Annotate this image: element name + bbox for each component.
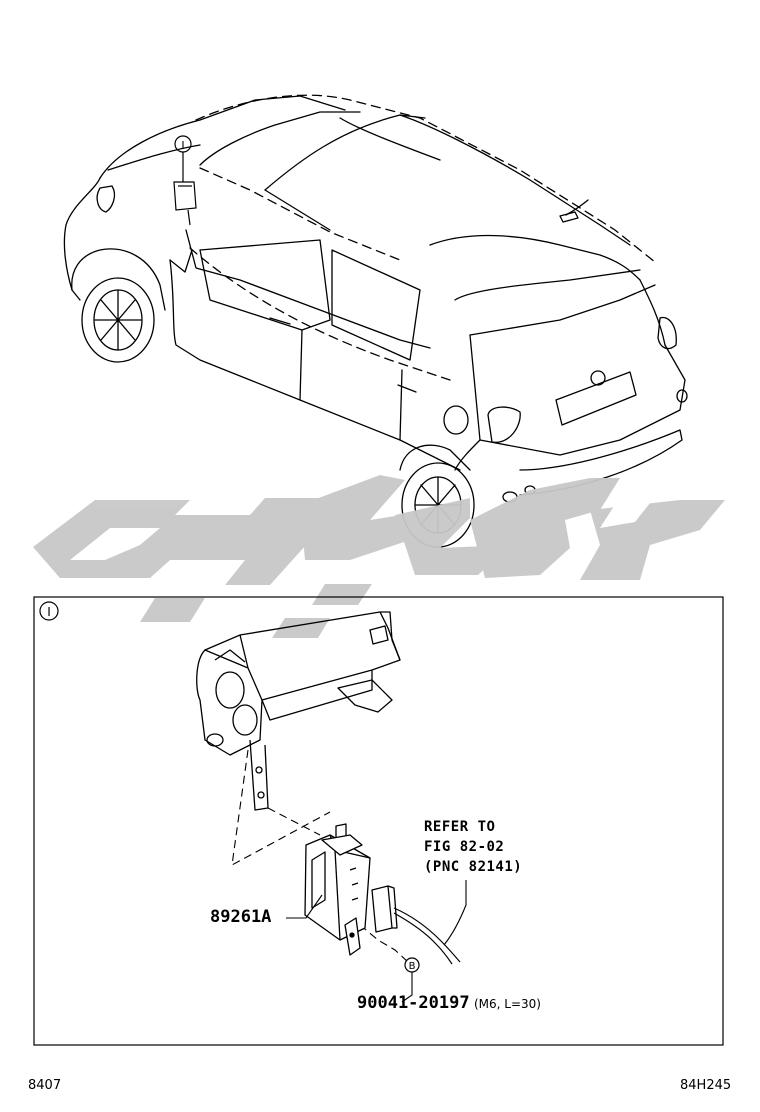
vehicle-rear-icon xyxy=(63,94,688,548)
projection-lines xyxy=(231,749,409,963)
detail-callout-circle xyxy=(39,601,59,621)
part-number-ecu[interactable]: 89261A xyxy=(210,907,272,927)
refer-line-3: (PNC 82141) xyxy=(424,859,523,875)
bolt-icon xyxy=(404,957,420,973)
vehicle-callout xyxy=(173,135,197,226)
connector-icon xyxy=(371,885,398,933)
part-number-bolt[interactable]: 90041-20197 xyxy=(357,993,470,1013)
leader-lines xyxy=(286,880,467,1003)
main-callout-marker: I xyxy=(181,139,184,152)
cowl-bracket-icon xyxy=(196,611,401,811)
control-module-icon xyxy=(304,823,371,956)
refer-line-1: REFER TO xyxy=(424,819,496,835)
detail-frame xyxy=(33,596,724,1046)
harness-wire xyxy=(393,907,461,965)
bolt-spec: (M6, L=30) xyxy=(474,997,541,1011)
watermark-logo xyxy=(33,475,725,638)
detail-callout-marker: I xyxy=(47,605,51,619)
footer-right-code: 84H245 xyxy=(680,1078,732,1093)
bolt-callout-marker: B xyxy=(409,961,416,972)
refer-line-2: FIG 82-02 xyxy=(424,839,505,855)
footer-left-code: 8407 xyxy=(28,1078,62,1093)
